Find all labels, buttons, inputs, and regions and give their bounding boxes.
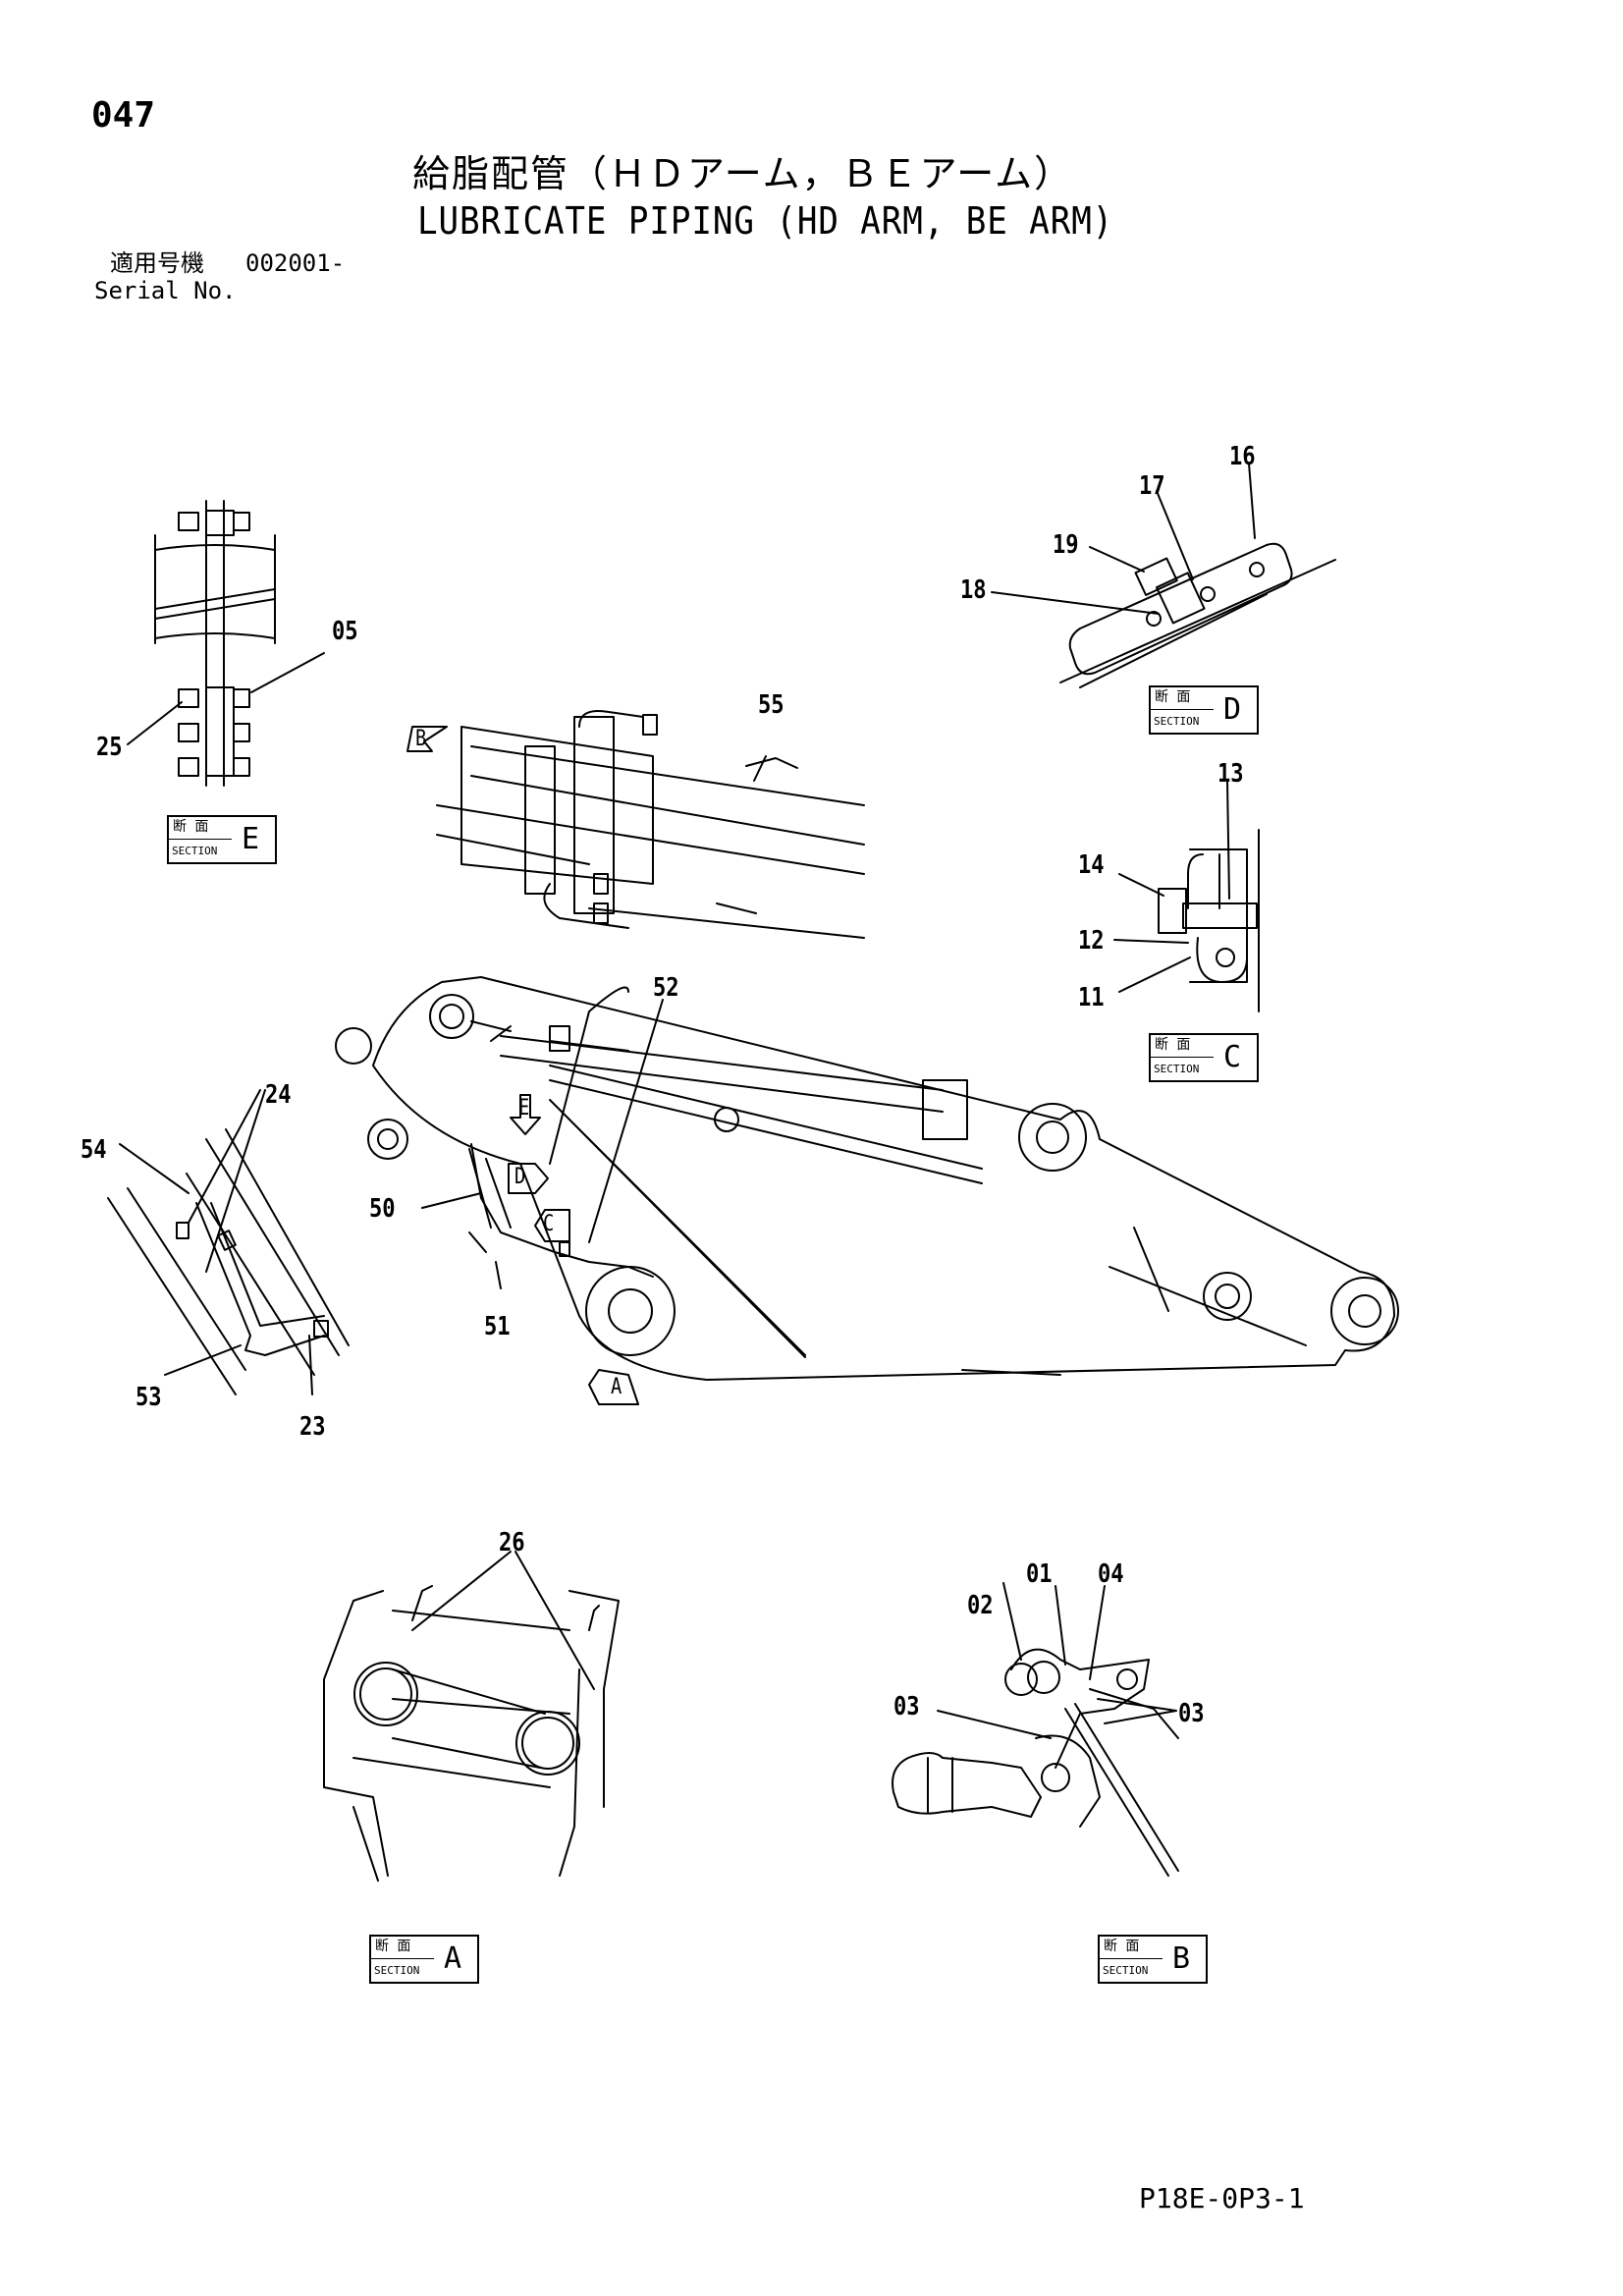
page-number: 047: [91, 95, 156, 136]
part-label-24: 24: [265, 1080, 292, 1110]
view-arrow-a: A: [611, 1375, 622, 1399]
serial-label-japanese: 適用号機: [110, 249, 204, 277]
section-box-a-jp: 断 面: [375, 1939, 411, 1954]
part-label-19: 19: [1053, 530, 1079, 560]
section-box-e-en: SECTION: [172, 845, 218, 857]
part-label-12: 12: [1078, 926, 1105, 956]
part-label-03-left: 03: [893, 1692, 920, 1722]
section-e-detail: [127, 500, 325, 787]
part-label-13: 13: [1217, 759, 1244, 789]
part-label-04: 04: [1098, 1559, 1124, 1589]
section-box-b-jp: 断 面: [1104, 1939, 1140, 1954]
part-label-26: 26: [499, 1528, 525, 1558]
part-label-54: 54: [81, 1135, 107, 1165]
section-box-a-divider: [371, 1958, 434, 1959]
part-label-05: 05: [332, 617, 358, 646]
section-box-a-letter: A: [444, 1941, 462, 1976]
section-d-detail: [991, 463, 1336, 688]
section-box-c-letter: C: [1223, 1040, 1242, 1074]
pipe-clamp-detail: [107, 1089, 350, 1395]
section-box-c-en: SECTION: [1154, 1063, 1200, 1075]
section-b-detail: [892, 1582, 1179, 1877]
part-label-01: 01: [1026, 1559, 1053, 1589]
section-box-e-divider: [169, 839, 232, 840]
section-box-e-letter: E: [242, 822, 260, 856]
section-box-b: 断 面 SECTION B: [1098, 1935, 1208, 1984]
part-label-50: 50: [369, 1194, 396, 1224]
section-box-b-divider: [1100, 1958, 1163, 1959]
part-label-51: 51: [484, 1312, 511, 1341]
view-arrow-e: E: [518, 1096, 530, 1121]
part-label-55: 55: [758, 690, 784, 720]
section-box-d-divider: [1151, 709, 1214, 710]
section-box-b-en: SECTION: [1103, 1964, 1149, 1977]
title-english: LUBRICATE PIPING (HD ARM, BE ARM): [417, 199, 1114, 243]
document-code: P18E-0P3-1: [1139, 2182, 1305, 2214]
section-box-d-en: SECTION: [1154, 715, 1200, 728]
section-box-d-jp: 断 面: [1155, 689, 1191, 705]
arm-side-view: [335, 976, 1399, 1405]
serial-label-english: Serial No.: [94, 277, 237, 304]
part-label-16: 16: [1229, 442, 1256, 471]
view-arrow-b: B: [415, 727, 427, 751]
section-box-d-letter: D: [1223, 692, 1242, 727]
section-box-b-letter: B: [1172, 1941, 1191, 1976]
section-box-e: 断 面 SECTION E: [167, 815, 277, 864]
part-label-03-right: 03: [1178, 1699, 1205, 1728]
view-arrow-d: D: [514, 1165, 526, 1189]
section-box-a-en: SECTION: [374, 1964, 420, 1977]
part-label-52: 52: [653, 973, 679, 1003]
part-label-17: 17: [1139, 471, 1165, 501]
section-c-detail: [1113, 780, 1260, 1012]
part-label-11: 11: [1078, 983, 1105, 1012]
section-box-e-jp: 断 面: [173, 819, 209, 835]
part-label-18: 18: [960, 575, 987, 605]
section-box-c: 断 面 SECTION C: [1149, 1033, 1259, 1082]
part-label-23: 23: [299, 1412, 326, 1442]
section-box-c-jp: 断 面: [1155, 1037, 1191, 1053]
part-label-02: 02: [967, 1591, 994, 1620]
title-japanese: 給脂配管（ＨＤアーム，ＢＥアーム）: [412, 152, 1074, 195]
section-box-a: 断 面 SECTION A: [369, 1935, 479, 1984]
serial-value: 002001-: [245, 249, 346, 277]
section-a-detail: [323, 1551, 620, 1882]
part-label-53: 53: [135, 1383, 162, 1412]
section-box-c-divider: [1151, 1057, 1214, 1058]
arm-end-detail: [406, 710, 865, 939]
section-box-d: 断 面 SECTION D: [1149, 685, 1259, 735]
view-arrow-c: C: [543, 1212, 555, 1236]
part-label-14: 14: [1078, 850, 1105, 880]
part-label-25: 25: [96, 733, 123, 762]
